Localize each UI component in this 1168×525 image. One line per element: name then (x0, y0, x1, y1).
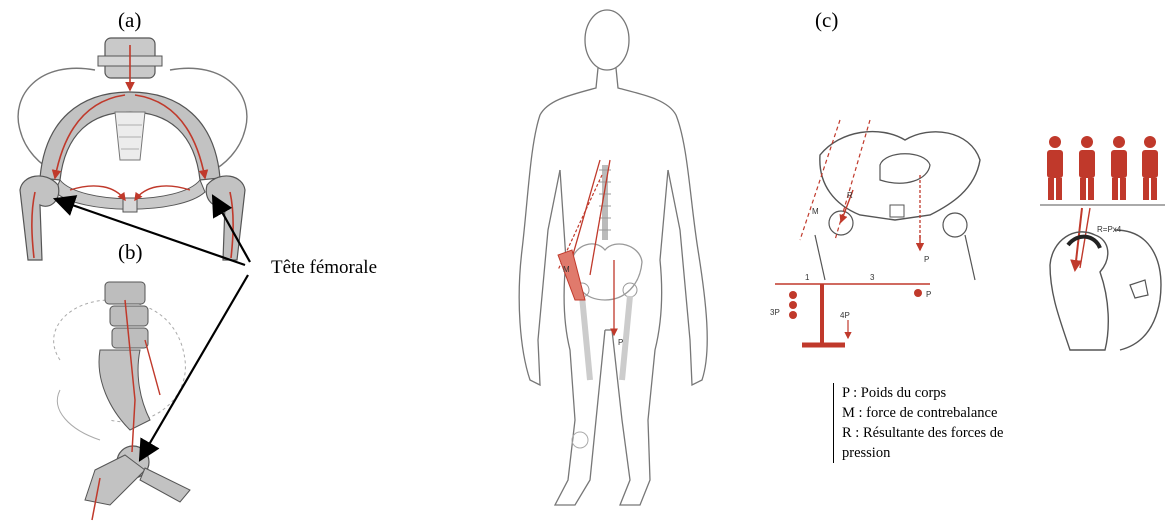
human-body-outline (519, 10, 707, 505)
callout-arrows (55, 196, 250, 460)
standing-figure (1047, 136, 1063, 200)
four-figures-femur: R=Px4 (1040, 136, 1165, 350)
lever-label-p-top: P (924, 255, 929, 264)
pelvis-side-drawing (54, 282, 190, 520)
femoral-head-callout: Tête fémorale (271, 257, 377, 279)
lever-label-1: 1 (805, 273, 810, 282)
standing-figure (1142, 136, 1158, 200)
lever-label-r: R (847, 191, 853, 200)
panel-label-c: (c) (815, 8, 838, 33)
body-label-m: M (563, 265, 570, 274)
legend: P : Poids du corps M : force de contreba… (833, 383, 1003, 463)
legend-item-r: R : Résultante des forces de (842, 423, 1003, 443)
lever-label-m: M (812, 207, 819, 216)
legend-item-p: P : Poids du corps (842, 383, 1003, 403)
panel-label-a: (a) (118, 8, 141, 33)
legend-item-r-cont: pression (842, 443, 1003, 463)
lever-label-3p: 3P (770, 308, 780, 317)
body-label-p: P (618, 338, 623, 347)
femur-label-r-eq: R=Px4 (1097, 225, 1122, 234)
lever-label-4p: 4P (840, 311, 850, 320)
body-skeleton-detail: M P (558, 160, 642, 448)
standing-figure (1111, 136, 1127, 200)
lever-diagram: M R P 1 3 3P 4P P (770, 120, 980, 345)
legend-item-m: M : force de contrebalance (842, 403, 1003, 423)
lever-label-p-bottom: P (926, 290, 931, 299)
lever-label-3: 3 (870, 273, 875, 282)
panel-label-b: (b) (118, 240, 143, 265)
standing-figure (1079, 136, 1095, 200)
